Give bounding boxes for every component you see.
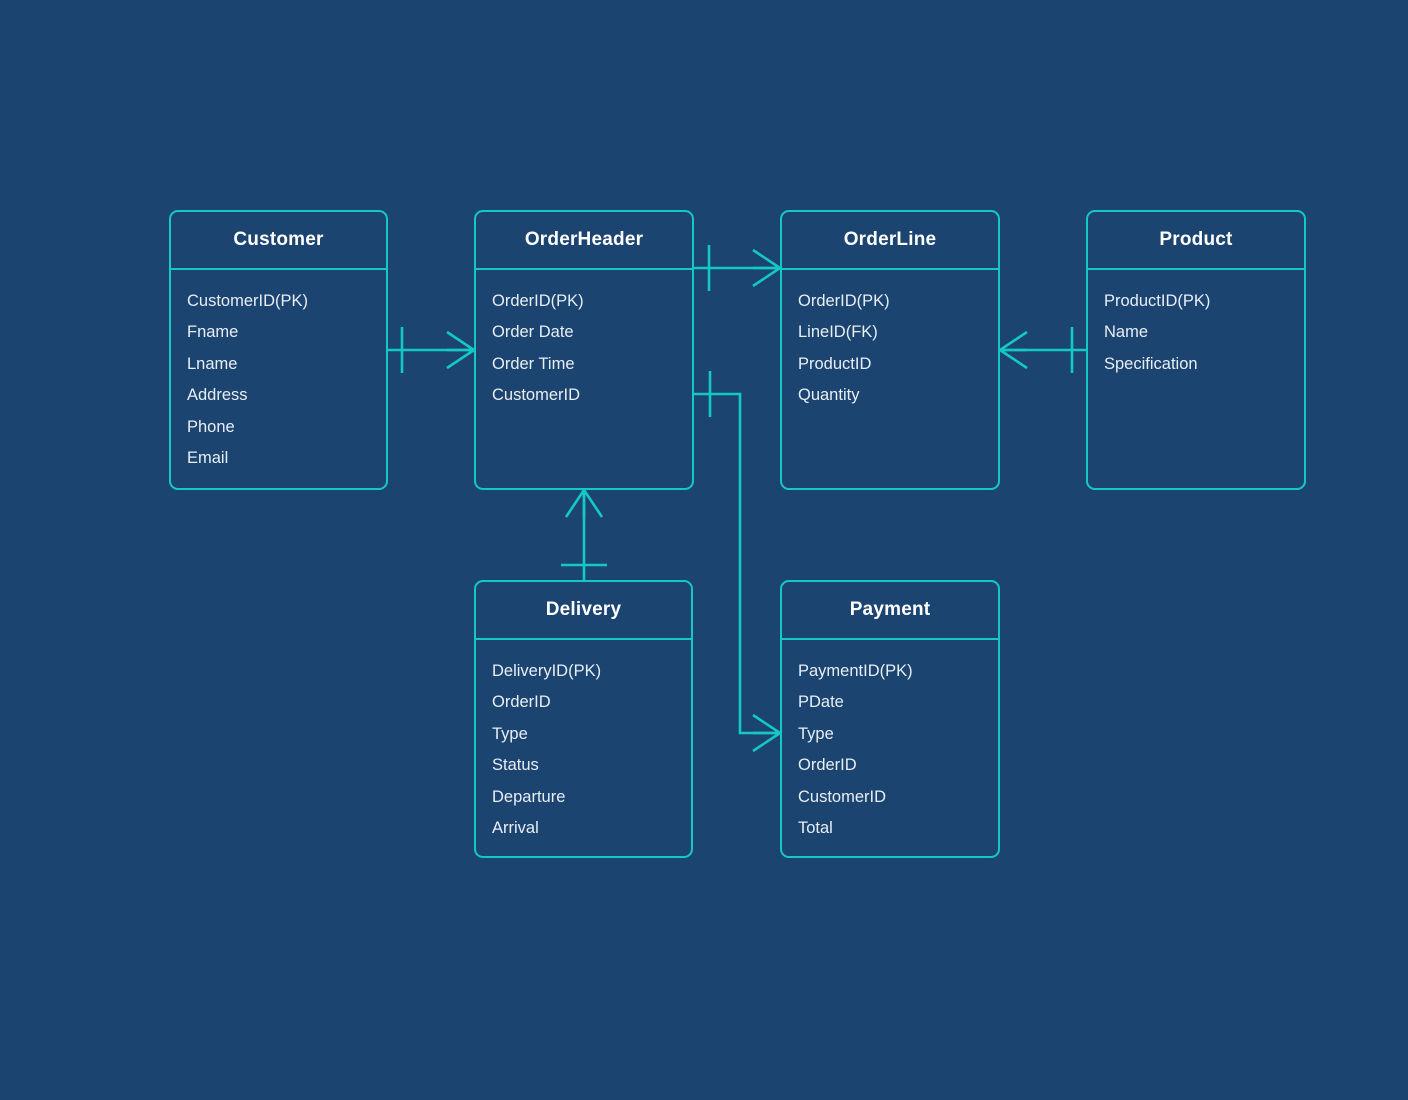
attribute-row: Order Time xyxy=(492,354,575,373)
entity-payment[interactable]: Payment PaymentID(PK) PDate Type OrderID… xyxy=(780,580,1000,858)
attribute-row: DeliveryID(PK) xyxy=(492,662,602,680)
attribute-row: OrderID xyxy=(798,756,857,775)
connector-orderheader-payment xyxy=(694,371,781,753)
entity-orderline-title: OrderLine xyxy=(843,229,937,250)
attribute-row: Phone xyxy=(187,417,235,436)
entity-delivery-title: Delivery xyxy=(545,599,622,620)
attribute-row: CustomerID(PK) xyxy=(187,292,309,310)
attribute-row: Address xyxy=(187,386,248,405)
entity-customer-attributes: CustomerID(PK) Fname Lname Address Phone… xyxy=(171,270,386,474)
entity-orderheader-title: OrderHeader xyxy=(524,229,644,250)
entity-customer[interactable]: Customer CustomerID(PK) Fname Lname Addr… xyxy=(169,210,388,490)
entity-payment-attributes: PaymentID(PK) PDate Type OrderID Custome… xyxy=(782,640,998,844)
attribute-row: Arrival xyxy=(492,819,539,838)
attribute-row: OrderID xyxy=(492,693,551,712)
entity-delivery-header: Delivery xyxy=(476,582,691,640)
entity-orderline[interactable]: OrderLine OrderID(PK) LineID(FK) Product… xyxy=(780,210,1000,490)
attribute-row: Status xyxy=(492,756,539,775)
connector-orderheader-delivery xyxy=(561,489,607,580)
attribute-row: OrderID(PK) xyxy=(492,292,584,310)
entity-product-header: Product xyxy=(1088,212,1304,270)
attribute-row: Lname xyxy=(187,354,238,373)
attribute-row: Order Date xyxy=(492,323,574,342)
attribute-row: Total xyxy=(798,819,833,838)
attribute-row: Type xyxy=(492,724,528,743)
connector-orderheader-orderline xyxy=(694,245,781,291)
entity-delivery-attributes: DeliveryID(PK) OrderID Type Status Depar… xyxy=(476,640,691,844)
entity-customer-title: Customer xyxy=(233,229,324,250)
attribute-row: PDate xyxy=(798,693,844,712)
attribute-row: LineID(FK) xyxy=(798,323,878,342)
entity-orderheader-attributes: OrderID(PK) Order Date Order Time Custom… xyxy=(476,270,692,412)
attribute-row: Quantity xyxy=(798,386,860,405)
entity-delivery[interactable]: Delivery DeliveryID(PK) OrderID Type Sta… xyxy=(474,580,693,858)
entity-orderheader-header: OrderHeader xyxy=(476,212,692,270)
entity-customer-header: Customer xyxy=(171,212,386,270)
attribute-row: ProductID(PK) xyxy=(1104,292,1211,310)
attribute-row: Type xyxy=(798,724,834,743)
connector-customer-orderheader xyxy=(388,327,475,373)
entity-payment-header: Payment xyxy=(782,582,998,640)
attribute-row: Departure xyxy=(492,787,566,806)
entity-orderheader[interactable]: OrderHeader OrderID(PK) Order Date Order… xyxy=(474,210,694,490)
attribute-row: Email xyxy=(187,449,229,468)
attribute-row: Fname xyxy=(187,323,239,342)
attribute-row: Name xyxy=(1104,323,1149,342)
attribute-row: ProductID xyxy=(798,354,872,373)
attribute-row: PaymentID(PK) xyxy=(798,662,913,680)
attribute-row: OrderID(PK) xyxy=(798,292,890,310)
entity-product-attributes: ProductID(PK) Name Specification xyxy=(1088,270,1304,380)
connector-orderline-product xyxy=(999,327,1086,373)
entity-payment-title: Payment xyxy=(849,599,931,620)
entity-orderline-attributes: OrderID(PK) LineID(FK) ProductID Quantit… xyxy=(782,270,998,412)
attribute-row: CustomerID xyxy=(492,386,581,405)
entity-product-title: Product xyxy=(1159,229,1233,250)
entity-orderline-header: OrderLine xyxy=(782,212,998,270)
attribute-row: CustomerID xyxy=(798,787,887,806)
attribute-row: Specification xyxy=(1104,354,1198,373)
entity-product[interactable]: Product ProductID(PK) Name Specification xyxy=(1086,210,1306,490)
